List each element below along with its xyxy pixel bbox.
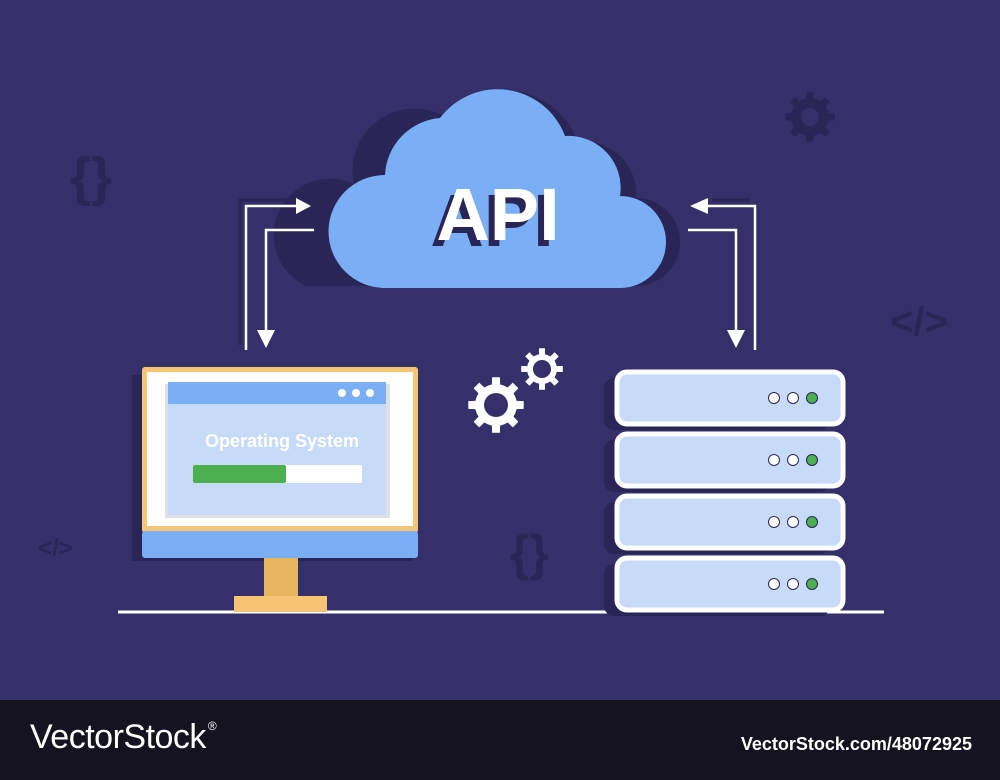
monitor-neck bbox=[264, 558, 298, 598]
monitor-bezel-bottom bbox=[142, 531, 418, 558]
status-led-icon bbox=[806, 454, 818, 466]
os-window-titlebar bbox=[168, 382, 386, 404]
arrow-down-icon bbox=[257, 330, 275, 348]
server-unit bbox=[614, 369, 846, 427]
arrow-right-icon bbox=[296, 198, 311, 214]
watermark-logo: VectorStock® bbox=[30, 718, 217, 756]
status-led-icon bbox=[806, 516, 818, 528]
monitor-base bbox=[234, 596, 327, 612]
request-arrows bbox=[238, 198, 314, 350]
code-tag-icon: </> bbox=[38, 535, 73, 562]
gear-icon bbox=[521, 348, 563, 390]
status-led-icon bbox=[806, 392, 818, 404]
window-dot-icon bbox=[352, 389, 360, 397]
progress-fill bbox=[193, 465, 286, 483]
watermark-image-id: VectorStock.com/48072925 bbox=[740, 734, 972, 754]
status-led-icon bbox=[768, 516, 780, 528]
gear-icon bbox=[468, 377, 524, 433]
arrow-down-icon bbox=[727, 330, 745, 348]
status-led-icon bbox=[806, 578, 818, 590]
os-window: Operating System bbox=[168, 382, 386, 515]
status-led-icon bbox=[787, 516, 799, 528]
curly-braces-icon: {} bbox=[70, 147, 112, 207]
api-illustration: {} </> </> {} API API bbox=[38, 89, 948, 616]
arrow-left-icon bbox=[690, 198, 708, 214]
status-led-icon bbox=[787, 454, 799, 466]
api-cloud: API API bbox=[273, 89, 680, 288]
api-label: API bbox=[436, 173, 559, 256]
window-dot-icon bbox=[366, 389, 374, 397]
window-dot-icon bbox=[338, 389, 346, 397]
status-led-icon bbox=[768, 392, 780, 404]
response-arrows bbox=[688, 198, 757, 350]
status-led-icon bbox=[768, 454, 780, 466]
server-unit bbox=[614, 555, 846, 613]
server-unit bbox=[614, 431, 846, 489]
status-led-icon bbox=[787, 392, 799, 404]
code-tag-icon: </> bbox=[890, 300, 948, 344]
gear-icon bbox=[785, 92, 835, 142]
os-screen-title: Operating System bbox=[205, 431, 359, 451]
curly-braces-icon: {} bbox=[510, 525, 549, 581]
watermark-bar: VectorStock® VectorStock.com/48072925 bbox=[0, 700, 1000, 780]
status-led-icon bbox=[768, 578, 780, 590]
api-label-shadow: API bbox=[430, 179, 553, 262]
server-unit bbox=[614, 493, 846, 551]
server-rack bbox=[604, 369, 846, 616]
status-led-icon bbox=[787, 578, 799, 590]
monitor: Operating System bbox=[132, 367, 418, 612]
